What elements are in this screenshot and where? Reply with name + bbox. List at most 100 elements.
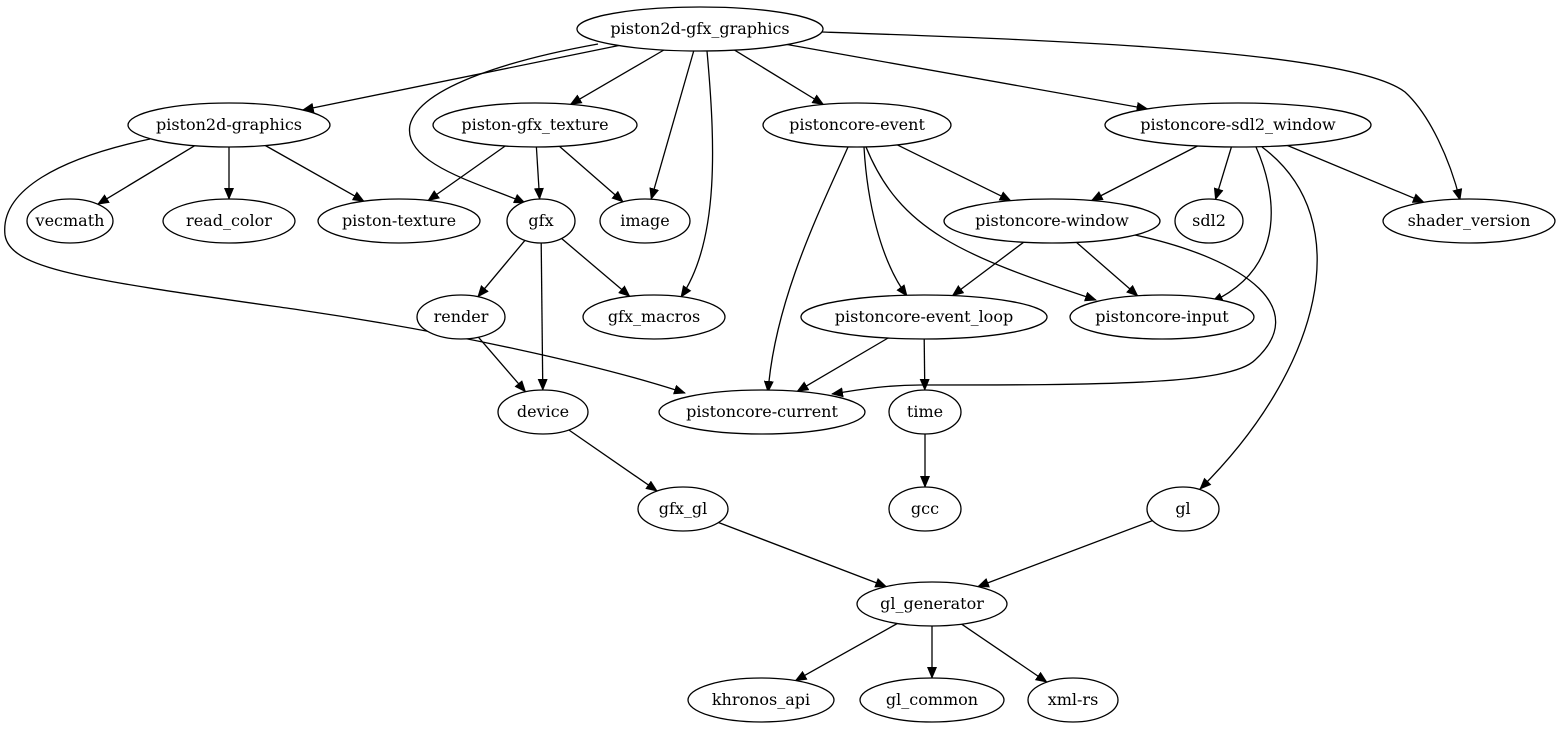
edge-pistoncore-event-to-pistoncore-event_loop [863, 146, 908, 297]
edge-line [863, 146, 908, 297]
node-sdl2: sdl2 [1174, 198, 1244, 244]
edge-pistoncore-event_loop-to-pistoncore-current [796, 337, 889, 392]
node-label: sdl2 [1192, 211, 1226, 230]
edge-piston2d-gfx_graphics-to-shader_version [821, 31, 1463, 201]
edge-pistoncore-event-to-pistoncore-current [763, 146, 849, 393]
node-ellipse [497, 389, 589, 435]
edge-pistoncore-sdl2_window-to-pistoncore-input [1211, 146, 1272, 303]
node-vecmath: vecmath [26, 198, 114, 244]
node-shader_version: shader_version [1382, 198, 1556, 244]
node-image: image [599, 198, 691, 244]
edge-line [568, 429, 658, 492]
edge-piston2d-gfx_graphics-to-pistoncore-sdl2_window [786, 43, 1149, 112]
edge-line [1286, 144, 1425, 203]
edge-line [976, 519, 1153, 588]
node-pistoncore-event: pistoncore-event [762, 102, 952, 148]
node-piston2d-gfx_graphics: piston2d-gfx_graphics [576, 6, 824, 52]
node-ellipse [687, 677, 835, 723]
node-ellipse [856, 581, 1008, 627]
node-label: render [434, 307, 489, 326]
edge-line [919, 338, 930, 391]
node-piston-texture: piston-texture [317, 198, 481, 244]
node-pistoncore-input: pistoncore-input [1069, 294, 1255, 340]
node-label: pistoncore-event_loop [835, 307, 1013, 326]
node-label: gl_generator [880, 594, 984, 613]
node-pistoncore-sdl2_window: pistoncore-sdl2_window [1104, 102, 1372, 148]
node-ellipse [162, 198, 296, 244]
edge-piston-gfx_texture-to-piston-texture [427, 145, 506, 202]
node-ellipse [432, 102, 638, 148]
node-ellipse [599, 198, 691, 244]
edge-line [763, 146, 849, 393]
node-render: render [416, 294, 506, 340]
node-gl: gl [1146, 486, 1220, 532]
edge-line [561, 238, 631, 297]
edge-line [1076, 241, 1139, 297]
edge-piston2d-gfx_graphics-to-gfx [408, 43, 599, 204]
node-label: pistoncore-window [975, 211, 1129, 230]
edge-line [649, 50, 695, 201]
edge-piston2d-graphics-to-piston-texture [264, 144, 365, 202]
edge-gl_generator-to-xml-rs [961, 623, 1048, 683]
edge-pistoncore-sdl2_window-to-pistoncore-window [1090, 145, 1198, 202]
edge-line [865, 146, 1097, 302]
node-label: pistoncore-event [789, 115, 925, 134]
node-gfx_macros: gfx_macros [582, 294, 726, 340]
edge-line [1090, 145, 1198, 202]
node-ellipse [506, 198, 576, 244]
node-label: khronos_api [712, 690, 810, 709]
edge-gfx-to-gfx_macros [561, 238, 631, 297]
edge-piston-gfx_texture-to-gfx [533, 146, 544, 200]
edge-line [1211, 146, 1272, 303]
node-label: pistoncore-sdl2_window [1140, 115, 1336, 134]
node-label: shader_version [1408, 211, 1531, 230]
edge-pistoncore-event_loop-to-time [919, 338, 930, 391]
node-ellipse [888, 389, 962, 435]
edge-render-to-device [477, 336, 527, 393]
node-time: time [888, 389, 962, 435]
edge-piston2d-gfx_graphics-to-piston2d-graphics [301, 44, 620, 113]
node-label: xml-rs [1048, 690, 1099, 709]
edge-gl-to-gl_generator [976, 519, 1153, 588]
edge-line [734, 49, 825, 106]
node-read_color: read_color [162, 198, 296, 244]
edge-line [427, 145, 506, 202]
edge-line [408, 43, 599, 204]
node-ellipse [416, 294, 506, 340]
node-piston-gfx_texture: piston-gfx_texture [432, 102, 638, 148]
node-label: gl [1175, 499, 1190, 518]
node-label: image [620, 211, 670, 230]
node-label: pistoncore-input [1095, 307, 1229, 326]
node-label: piston2d-graphics [156, 115, 302, 134]
edge-line [796, 337, 889, 392]
node-ellipse [800, 294, 1048, 340]
node-pistoncore-current: pistoncore-current [658, 389, 866, 435]
edge-line [96, 145, 196, 205]
edge-line [477, 336, 527, 393]
edge-line [897, 144, 1012, 202]
edge-line [794, 622, 898, 682]
node-ellipse [1174, 198, 1244, 244]
node-ellipse [26, 198, 114, 244]
edge-line [1213, 146, 1233, 201]
node-ellipse [127, 102, 331, 148]
edge-pistoncore-window-to-pistoncore-current [831, 234, 1277, 398]
edge-line [821, 31, 1463, 201]
edge-line [477, 239, 526, 298]
node-label: pistoncore-current [686, 402, 838, 421]
edge-line [569, 49, 665, 105]
edge-piston2d-graphics-to-pistoncore-current [4, 138, 686, 395]
node-label: gcc [911, 499, 939, 518]
edge-line [786, 43, 1149, 112]
edge-line [4, 138, 686, 395]
node-ellipse [762, 102, 952, 148]
edge-pistoncore-sdl2_window-to-shader_version [1286, 144, 1425, 203]
edge-line [559, 145, 624, 203]
edge-pistoncore-event-to-pistoncore-input [865, 146, 1097, 302]
node-ellipse [582, 294, 726, 340]
node-ellipse [317, 198, 481, 244]
node-ellipse [1146, 486, 1220, 532]
node-label: piston-gfx_texture [461, 115, 608, 134]
edge-gfx_gl-to-gl_generator [718, 521, 888, 588]
node-label: gl_common [886, 690, 978, 709]
